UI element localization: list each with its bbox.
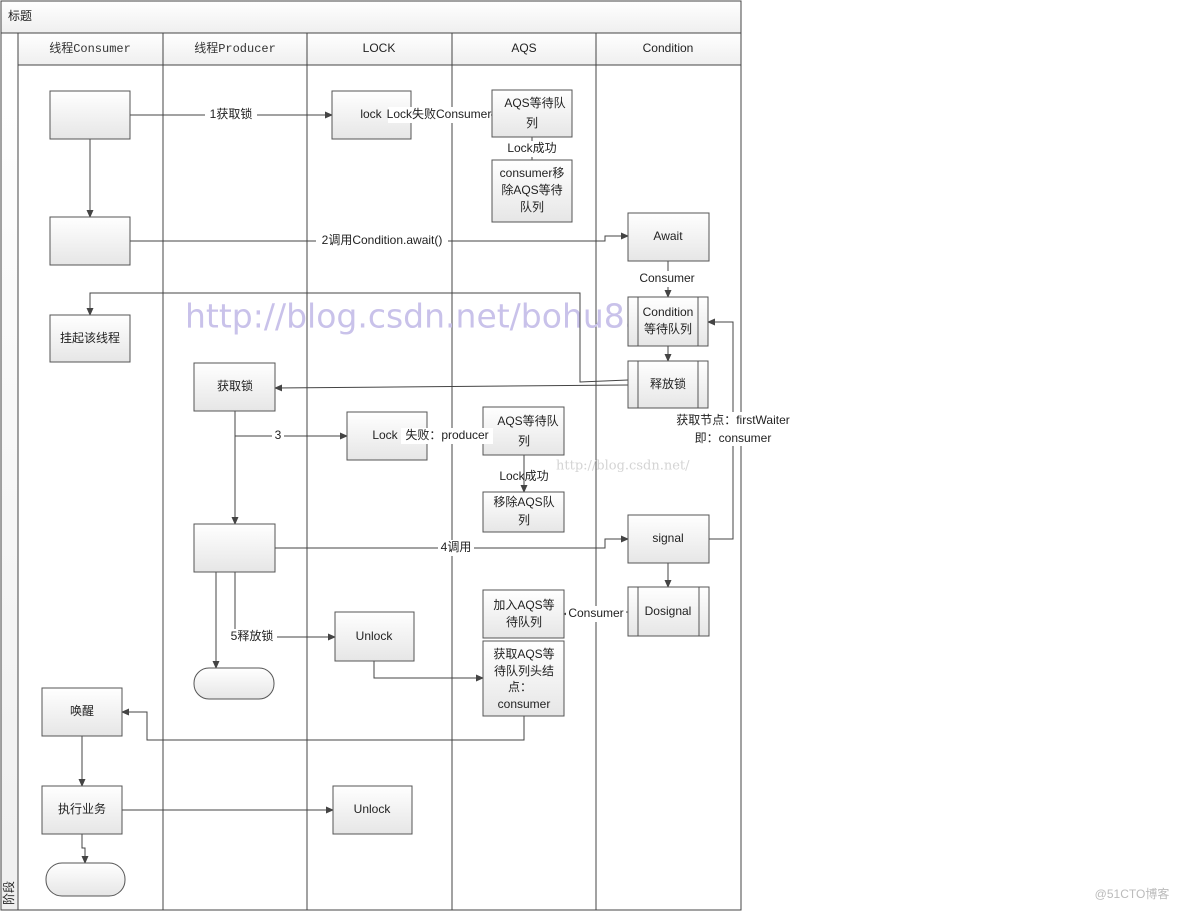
join-aqs-line1: 加入AQS等 [493, 598, 554, 612]
watermark-small: http://blog.csdn.net/ [556, 459, 690, 474]
dosignal-box [627, 586, 710, 637]
unlock1-label: Unlock [356, 629, 394, 643]
acquire-lock-label: 获取锁 [217, 378, 253, 393]
get-head-box [482, 640, 565, 717]
edge-label-2: 2调用Condition.await() [322, 233, 443, 247]
edge-label-3: 3 [275, 428, 282, 442]
edge-label-4: 4调用 [441, 540, 472, 554]
await-label: Await [653, 229, 683, 243]
edge-label-first-waiter-1: 获取节点：firstWaiter [676, 413, 790, 427]
unlock2-label: Unlock [354, 802, 392, 816]
edge-unlock-head [373, 661, 484, 682]
aqs-queue1-line1: AQS等待队 [504, 95, 565, 110]
edge-label-lock-success-1: Lock成功 [507, 141, 556, 155]
edge-label-first-waiter-2: 即：consumer [695, 431, 772, 445]
edge-release-acquire [274, 384, 629, 392]
lane-header-lock: LOCK [363, 41, 396, 55]
aqs-queue2-line2: 列 [518, 434, 530, 448]
lane-dividers [162, 33, 597, 910]
phase-strip [0, 32, 19, 911]
hang-box [49, 314, 131, 363]
signal-label: signal [652, 531, 683, 545]
release-lock-label: 释放锁 [650, 376, 686, 391]
consumer-step-2 [49, 216, 131, 266]
get-head-line4: consumer [498, 697, 551, 711]
remove-aqs-line2: 列 [518, 513, 530, 527]
consumer-step-1 [49, 90, 131, 140]
edge-head-wake [121, 708, 525, 741]
lane-header-row [17, 32, 742, 66]
lane-header-aqs: AQS [511, 41, 536, 55]
aqs-queue-box-1 [491, 89, 573, 138]
remove-aqs-line1: 移除AQS队 [493, 494, 554, 509]
acquire-lock-box [193, 362, 276, 412]
lane-header-producer: 线程Producer [194, 40, 276, 56]
producer-end-terminal [193, 667, 275, 700]
execute-label: 执行业务 [58, 801, 106, 816]
producer-step-2 [193, 523, 276, 573]
nodes [41, 89, 710, 897]
edge-label-consumer: Consumer [639, 271, 694, 285]
edge-label-lock-success-2: Lock成功 [499, 469, 548, 483]
condition-queue-line1: Condition [643, 305, 694, 319]
consumer-remove-line1: consumer移 [500, 166, 565, 180]
lane-header-consumer: 线程Consumer [49, 40, 131, 56]
condition-queue-line2: 等待队列 [644, 321, 692, 336]
await-box [627, 212, 710, 262]
get-head-line2: 待队列头结 [494, 663, 554, 678]
lock1-label: lock [360, 107, 382, 121]
join-aqs-box [482, 589, 565, 639]
unlock-box-2 [332, 785, 413, 835]
aqs-queue1-line2: 列 [526, 116, 538, 130]
edge-exec-end [81, 834, 89, 864]
lock2-label: Lock [372, 428, 398, 442]
watermark-main: http://blog.csdn.net/bohu83 [185, 297, 646, 336]
watermark-corner: @51CTO博客 [1095, 886, 1170, 901]
signal-box [627, 514, 710, 564]
title-bar [0, 0, 742, 34]
consumer-end-terminal [45, 862, 126, 897]
consumer-remove-line3: 队列 [520, 199, 544, 214]
edge-label-fail-producer: 失败：producer [405, 427, 488, 442]
consumer-remove-box [491, 159, 573, 223]
edge-label-5: 5释放锁 [231, 628, 274, 643]
hang-label: 挂起该线程 [60, 330, 120, 345]
release-lock-box [627, 360, 709, 409]
diagram-title: 标题 [8, 9, 32, 23]
join-aqs-line2: 待队列 [506, 614, 542, 629]
wake-box [41, 687, 123, 737]
edge-label-1: 1获取锁 [210, 106, 253, 121]
condition-queue-box [627, 296, 709, 347]
dosignal-label: Dosignal [645, 604, 692, 618]
get-head-line3: 点： [508, 680, 532, 694]
execute-box [41, 785, 123, 835]
edge-release-hang [86, 292, 629, 383]
unlock-box-1 [334, 611, 415, 662]
lane-header-condition: Condition [643, 41, 694, 55]
consumer-remove-line2: 除AQS等待 [501, 182, 562, 197]
aqs-queue-box-2 [482, 406, 565, 456]
edge-label-consumer-2: Consumer [568, 606, 623, 620]
wake-label: 唤醒 [70, 704, 94, 718]
phase-label: 阶段 [1, 881, 16, 905]
aqs-queue2-line1: AQS等待队 [497, 413, 558, 428]
remove-aqs-box [482, 491, 565, 533]
get-head-line1: 获取AQS等 [493, 647, 554, 661]
edge-label-lock-fail-consumer: Lock失败Consumer [387, 106, 492, 121]
